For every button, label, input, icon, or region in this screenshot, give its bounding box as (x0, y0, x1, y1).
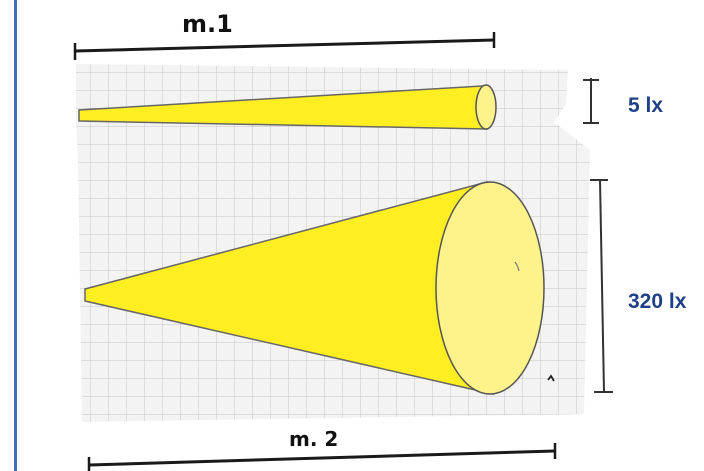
dimension-line-m1 (74, 38, 495, 53)
face-mark (514, 261, 520, 272)
dimension-height-large (590, 179, 613, 393)
distance-label-m2: m. 2 (289, 427, 339, 451)
illuminance-label-small: 5 lx (628, 94, 664, 117)
dimension-line-m2 (88, 449, 556, 467)
dimension-m1 (73, 32, 496, 60)
dimension-line-height-large (599, 179, 605, 393)
beam-cone-narrow-face (475, 84, 497, 130)
beam-cone-narrow (78, 84, 497, 130)
distance-label-m1: m.1 (182, 10, 233, 38)
beam-cone-wide (84, 181, 555, 395)
dimension-m2 (87, 443, 557, 471)
illuminance-label-large: 320 lx (628, 290, 687, 313)
accent-rule (14, 0, 17, 471)
beam-cone-wide-face (435, 181, 545, 395)
dimension-height-small (583, 78, 599, 124)
pencil-mark (547, 374, 555, 382)
